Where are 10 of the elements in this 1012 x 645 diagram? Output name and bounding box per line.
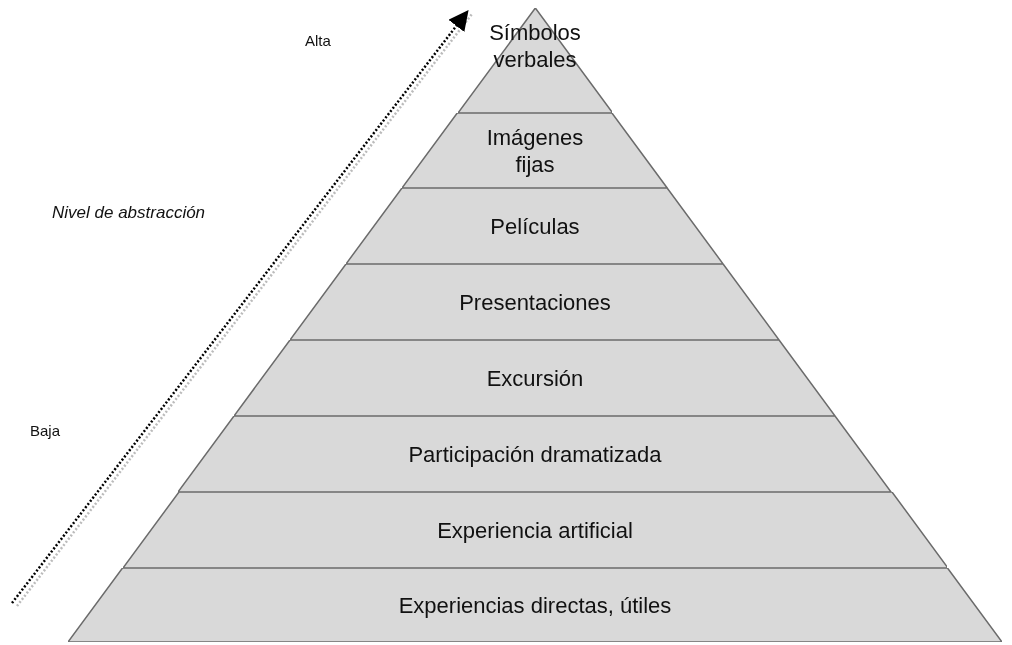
axis-label: Baja bbox=[30, 421, 61, 441]
axis-label: Alta bbox=[305, 31, 331, 51]
band-label: Excursión bbox=[486, 364, 584, 392]
band-label: Presentaciones bbox=[459, 288, 611, 316]
band-label: Experiencias directas, útiles bbox=[398, 591, 672, 619]
band-label: Experiencia artificial bbox=[437, 516, 633, 544]
band-label: Películas bbox=[490, 212, 580, 240]
axis-label: Nivel de abstracción bbox=[52, 202, 206, 224]
band-label: Imágenes fijas bbox=[485, 123, 585, 178]
band-label: Participación dramatizada bbox=[408, 440, 662, 468]
